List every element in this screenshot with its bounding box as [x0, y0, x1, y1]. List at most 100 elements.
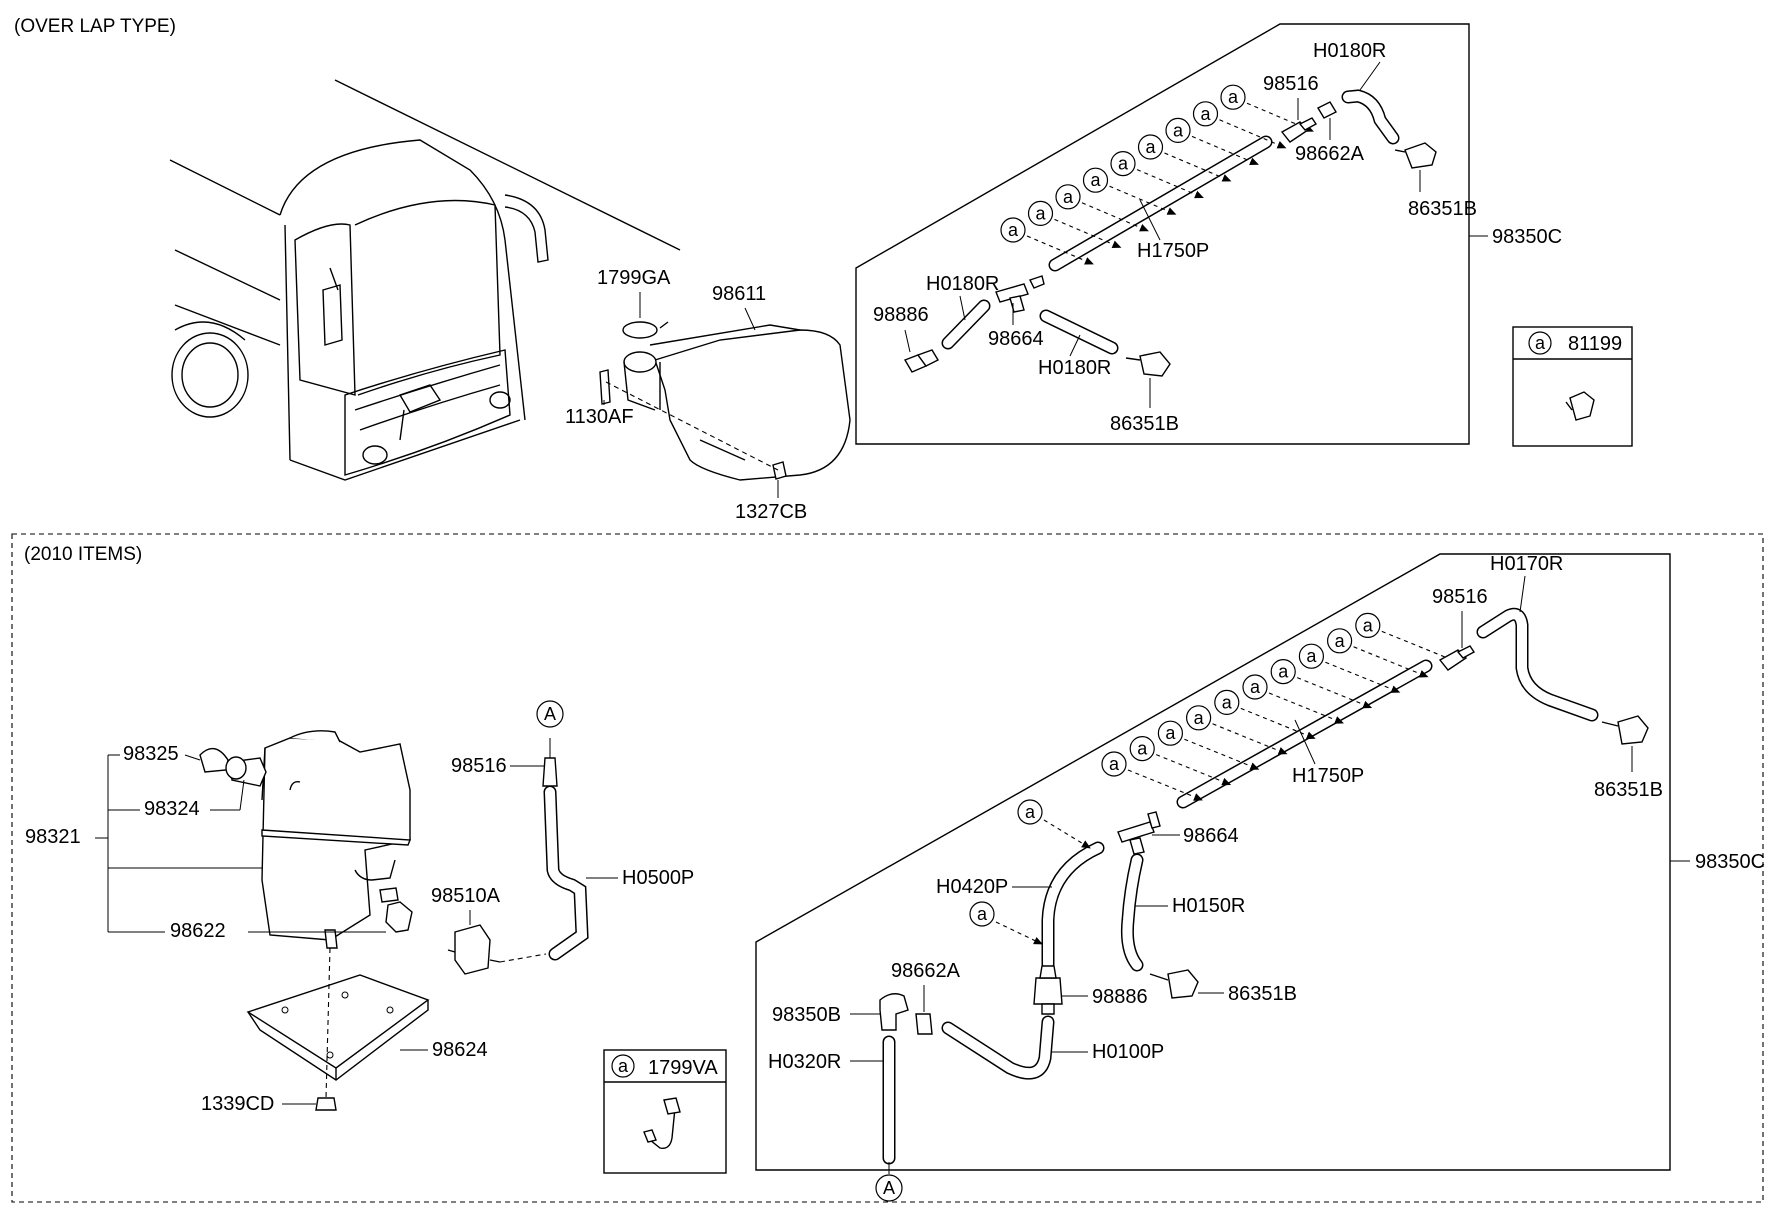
- connector-98516-top: [1280, 117, 1318, 143]
- clip-callout: a: [1129, 735, 1232, 786]
- kit-box-bottom: [755, 553, 1671, 1171]
- label-98516-left: 98516: [451, 755, 507, 777]
- svg-text:a: a: [1222, 692, 1233, 712]
- clip-callout: a: [1000, 217, 1094, 265]
- label-86351B-top-middle: 86351B: [1110, 413, 1179, 435]
- label-H0420P: H0420P: [936, 876, 1008, 898]
- connector-98516-right: [1438, 645, 1476, 671]
- connector-98516-left: [542, 757, 558, 787]
- nozzle-86351B-top-middle: [1125, 351, 1171, 377]
- label-H0180R-top-right: H0180R: [1313, 40, 1386, 62]
- svg-text:a: a: [977, 904, 988, 924]
- label-81199: 81199: [1568, 333, 1622, 355]
- washer-reservoir-98611: [599, 321, 851, 481]
- hose-H0180R-top-right: [1341, 89, 1400, 145]
- clip-callout-h0420p-upper: a: [1017, 799, 1091, 849]
- label-H1750P-bottom: H1750P: [1292, 765, 1364, 787]
- clip-callout: a: [1027, 200, 1122, 248]
- svg-text:a: a: [1165, 723, 1176, 743]
- cap-98325: [199, 747, 229, 773]
- clip-callout: a: [1101, 751, 1203, 801]
- label-86351B-bottom-right: 86351B: [1594, 779, 1663, 801]
- label-98516-top: 98516: [1263, 73, 1319, 95]
- svg-text:a: a: [1250, 677, 1261, 697]
- label-1130AF: 1130AF: [565, 406, 634, 428]
- label-98886-bottom: 98886: [1092, 986, 1148, 1008]
- clip-callout: a: [1082, 167, 1177, 215]
- label-86351B-bottom-center: 86351B: [1228, 983, 1297, 1005]
- hose-H0150R: [1120, 853, 1144, 972]
- label-98516-right: 98516: [1432, 586, 1488, 608]
- nut-1339CD: [315, 1097, 337, 1111]
- label-H1750P-top: H1750P: [1137, 240, 1209, 262]
- label-H0170R: H0170R: [1490, 553, 1563, 575]
- washer-reservoir-98321: [261, 730, 413, 949]
- label-98350C-bottom: 98350C: [1695, 851, 1765, 873]
- clip-callout: a: [1165, 117, 1259, 165]
- hose-H0170R: [1476, 607, 1599, 722]
- clip-callout: a: [1298, 643, 1401, 693]
- label-H0180R-top-middle: H0180R: [1038, 357, 1111, 379]
- joint-98662A-bottom: [915, 1013, 933, 1035]
- label-98662A-top: 98662A: [1295, 143, 1365, 165]
- connector-A-top: [536, 700, 564, 728]
- bracket-98624: [246, 974, 430, 1081]
- nozzle-86351B-bottom-center: [1149, 969, 1199, 999]
- label-98321: 98321: [25, 826, 81, 848]
- clip-callout: a: [1214, 689, 1316, 740]
- hose-H0100P: [941, 1015, 1055, 1080]
- label-H0320R: H0320R: [768, 1051, 841, 1073]
- nozzle-98886-bottom: [1033, 965, 1063, 1015]
- legend-box-1799VA: a: [603, 1049, 727, 1174]
- clip-callout: a: [1185, 705, 1288, 755]
- label-98664-bottom: 98664: [1183, 825, 1239, 847]
- label-98624: 98624: [432, 1039, 488, 1061]
- clip-callout: a: [1270, 658, 1373, 709]
- svg-text:a: a: [1200, 104, 1211, 124]
- svg-text:a: a: [1118, 154, 1129, 174]
- leader-lines-98321: [95, 754, 386, 933]
- kit-box-top: [855, 23, 1470, 445]
- label-1799GA: 1799GA: [597, 267, 671, 289]
- label-98664-top: 98664: [988, 328, 1044, 350]
- label-98325: 98325: [123, 743, 179, 765]
- label-H0150R: H0150R: [1172, 895, 1245, 917]
- svg-text:a: a: [618, 1056, 629, 1076]
- label-H0100P: H0100P: [1092, 1041, 1164, 1063]
- svg-text:a: a: [1035, 203, 1046, 223]
- legend-box-81199: a: [1512, 326, 1633, 447]
- svg-text:a: a: [1278, 662, 1289, 682]
- pump-98510A: [447, 924, 501, 975]
- clip-callout: a: [1242, 674, 1344, 724]
- clip-callout: a: [1355, 612, 1457, 663]
- hose-H0500P: [543, 785, 589, 961]
- svg-text:a: a: [1306, 646, 1317, 666]
- label-1327CB: 1327CB: [735, 501, 807, 523]
- label-98622: 98622: [170, 920, 226, 942]
- clip-callout: a: [1110, 151, 1204, 199]
- hose-H0180R-top-left: [941, 299, 991, 350]
- label-98510A: 98510A: [431, 885, 501, 907]
- svg-text:a: a: [1137, 739, 1148, 759]
- svg-text:A: A: [883, 1178, 895, 1198]
- svg-text:a: a: [1109, 754, 1120, 774]
- nozzle-86351B-top-right: [1394, 142, 1437, 169]
- label-1799VA: 1799VA: [648, 1057, 718, 1079]
- label-98350B: 98350B: [772, 1004, 841, 1026]
- label-98611: 98611: [712, 283, 766, 305]
- section-frame-2010: [11, 533, 1764, 1203]
- bus-illustration: [169, 79, 681, 481]
- tee-98664-top: [995, 275, 1045, 313]
- joint-98662A-top: [1317, 101, 1337, 119]
- nozzle-98886-top: [903, 349, 939, 373]
- hose-H0180R-top-middle: [1039, 309, 1119, 355]
- svg-text:a: a: [1145, 137, 1156, 157]
- hose-H0420P: [1041, 841, 1105, 971]
- svg-text:a: a: [1535, 333, 1546, 353]
- section-title-overlap: (OVER LAP TYPE): [14, 16, 176, 37]
- svg-text:a: a: [1363, 615, 1374, 635]
- label-86351B-top-right: 86351B: [1408, 198, 1477, 220]
- label-H0180R-top-left: H0180R: [926, 273, 999, 295]
